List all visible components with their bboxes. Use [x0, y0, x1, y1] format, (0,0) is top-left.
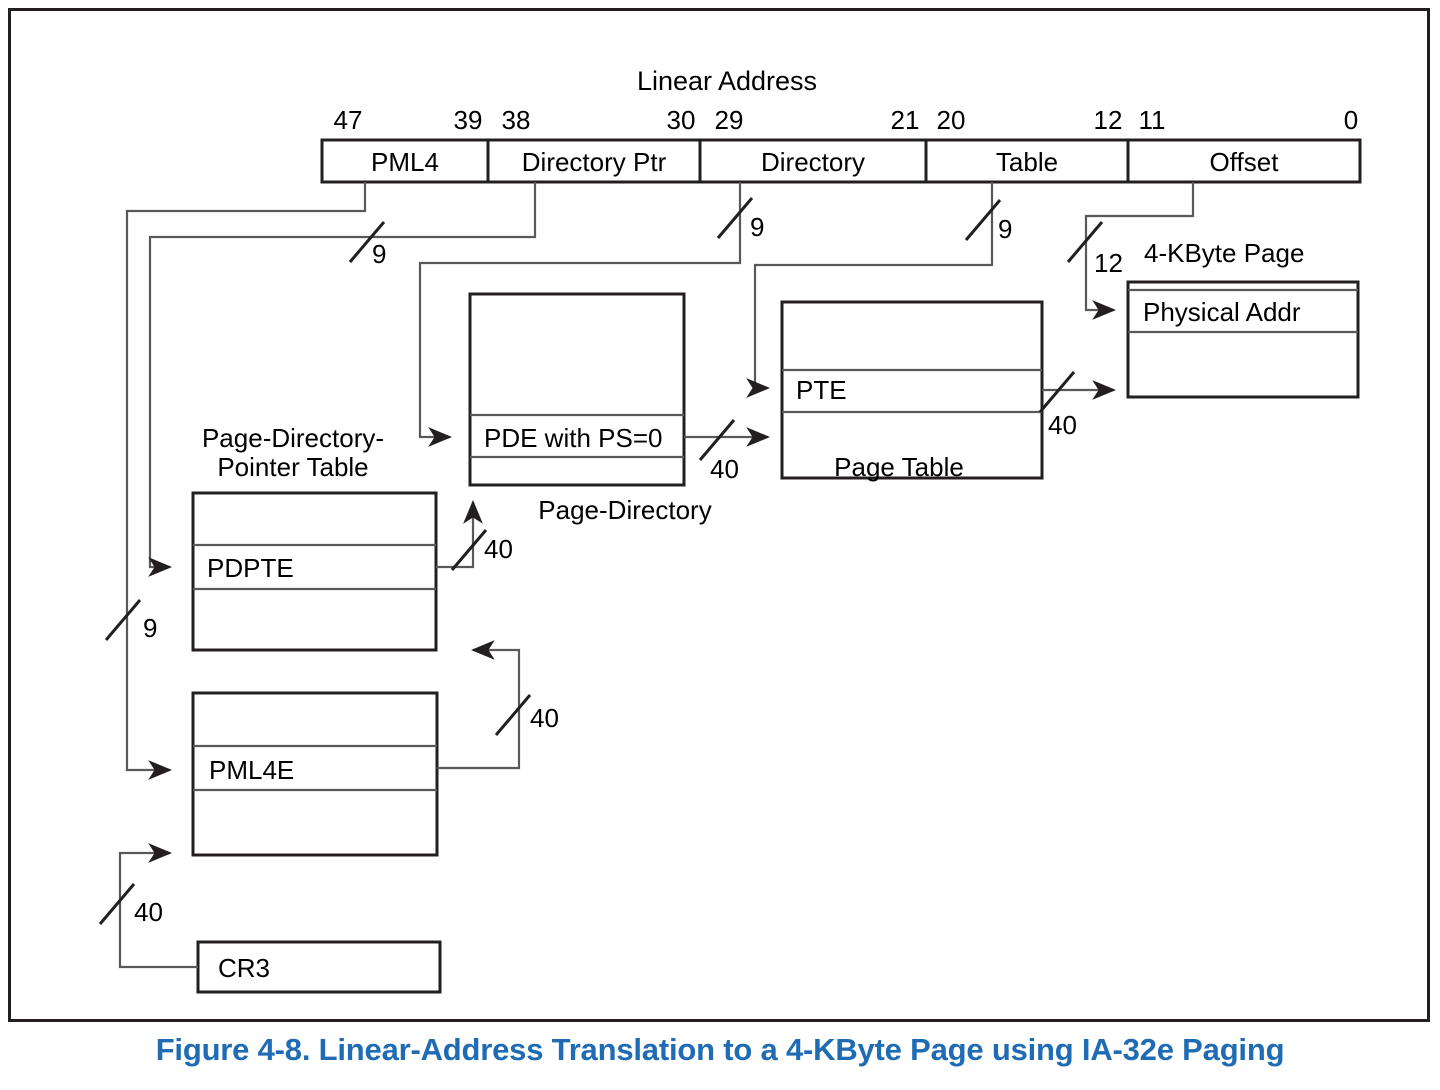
width-directory-index: 9 [750, 212, 764, 242]
field-label-table: Table [996, 147, 1058, 177]
width-cr3-base: 40 [134, 897, 163, 927]
bit-label-0: 0 [1344, 105, 1358, 135]
page-directory-caption: Page-Directory [538, 495, 711, 525]
field-label-directory: Directory [761, 147, 865, 177]
pml4e-entry: PML4E [209, 755, 294, 785]
slash-offset-width [1066, 221, 1104, 263]
paging-diagram: Linear Address 47 39 38 30 29 21 20 12 1… [98, 66, 1362, 994]
field-label-directory-ptr: Directory Ptr [522, 147, 667, 177]
pdpt-caption-line2: Pointer Table [217, 452, 368, 482]
width-dirptr-index: 9 [372, 239, 386, 269]
slash-dirptr-index [348, 221, 386, 263]
pde-entry: PDE with PS=0 [484, 423, 662, 453]
slash-pdpte-base [450, 529, 488, 571]
bit-label-39: 39 [454, 105, 483, 135]
width-pde-base: 40 [710, 454, 739, 484]
width-table-index: 9 [998, 214, 1012, 244]
field-label-pml4: PML4 [371, 147, 439, 177]
width-offset: 12 [1094, 248, 1123, 278]
wire-cr3-to-pml4-table [118, 843, 198, 969]
linear-address-bar [320, 138, 1362, 184]
wire-directory-to-pde [418, 182, 742, 447]
wire-pdpte-to-page-directory [436, 500, 483, 569]
page-directory-box [468, 292, 686, 487]
figure-caption: Figure 4-8. Linear-Address Translation t… [155, 1032, 1285, 1067]
bit-label-12: 12 [1094, 105, 1123, 135]
bit-label-47: 47 [334, 105, 363, 135]
bit-label-30: 30 [667, 105, 696, 135]
slash-pml4e-base [494, 694, 532, 736]
width-pte-base: 40 [1048, 410, 1077, 440]
pdpt-caption-line1: Page-Directory- [202, 423, 384, 453]
wire-pml4-to-pml4e [125, 182, 367, 780]
cr3-label: CR3 [218, 953, 270, 983]
field-label-offset: Offset [1210, 147, 1280, 177]
page-table-caption: Page Table [834, 452, 964, 482]
wire-pml4e-to-pdpt [437, 640, 521, 770]
slash-table-index [964, 199, 1002, 241]
bit-label-20: 20 [937, 105, 966, 135]
pdpte-entry: PDPTE [207, 553, 294, 583]
width-pdpte-base: 40 [484, 534, 513, 564]
bit-label-21: 21 [891, 105, 920, 135]
pml4-table-box [191, 691, 439, 857]
slash-directory-index [716, 197, 754, 239]
linear-address-title: Linear Address [637, 66, 817, 96]
physical-addr-entry: Physical Addr [1143, 297, 1301, 327]
slash-cr3-base [98, 883, 136, 925]
width-pml4-index: 9 [143, 613, 157, 643]
wire-table-to-pte [746, 182, 994, 398]
four-kbyte-page-box [1126, 280, 1360, 399]
four-kbyte-page-caption: 4-KByte Page [1144, 238, 1304, 268]
width-pml4e-base: 40 [530, 703, 559, 733]
slash-pde-base [698, 419, 736, 461]
slash-pml4-index [104, 599, 142, 641]
pdpt-box [191, 491, 438, 652]
slash-pte-base [1038, 371, 1076, 413]
wire-dirptr-to-pdpte [148, 182, 537, 577]
bit-label-38: 38 [502, 105, 531, 135]
pte-entry: PTE [796, 375, 847, 405]
page-table-box [780, 300, 1044, 480]
figure-caption-wrapper: Figure 4-8. Linear-Address Translation t… [0, 1032, 1440, 1068]
wire-offset-to-page [1084, 182, 1195, 320]
bit-label-29: 29 [715, 105, 744, 135]
bit-label-11: 11 [1139, 105, 1166, 135]
